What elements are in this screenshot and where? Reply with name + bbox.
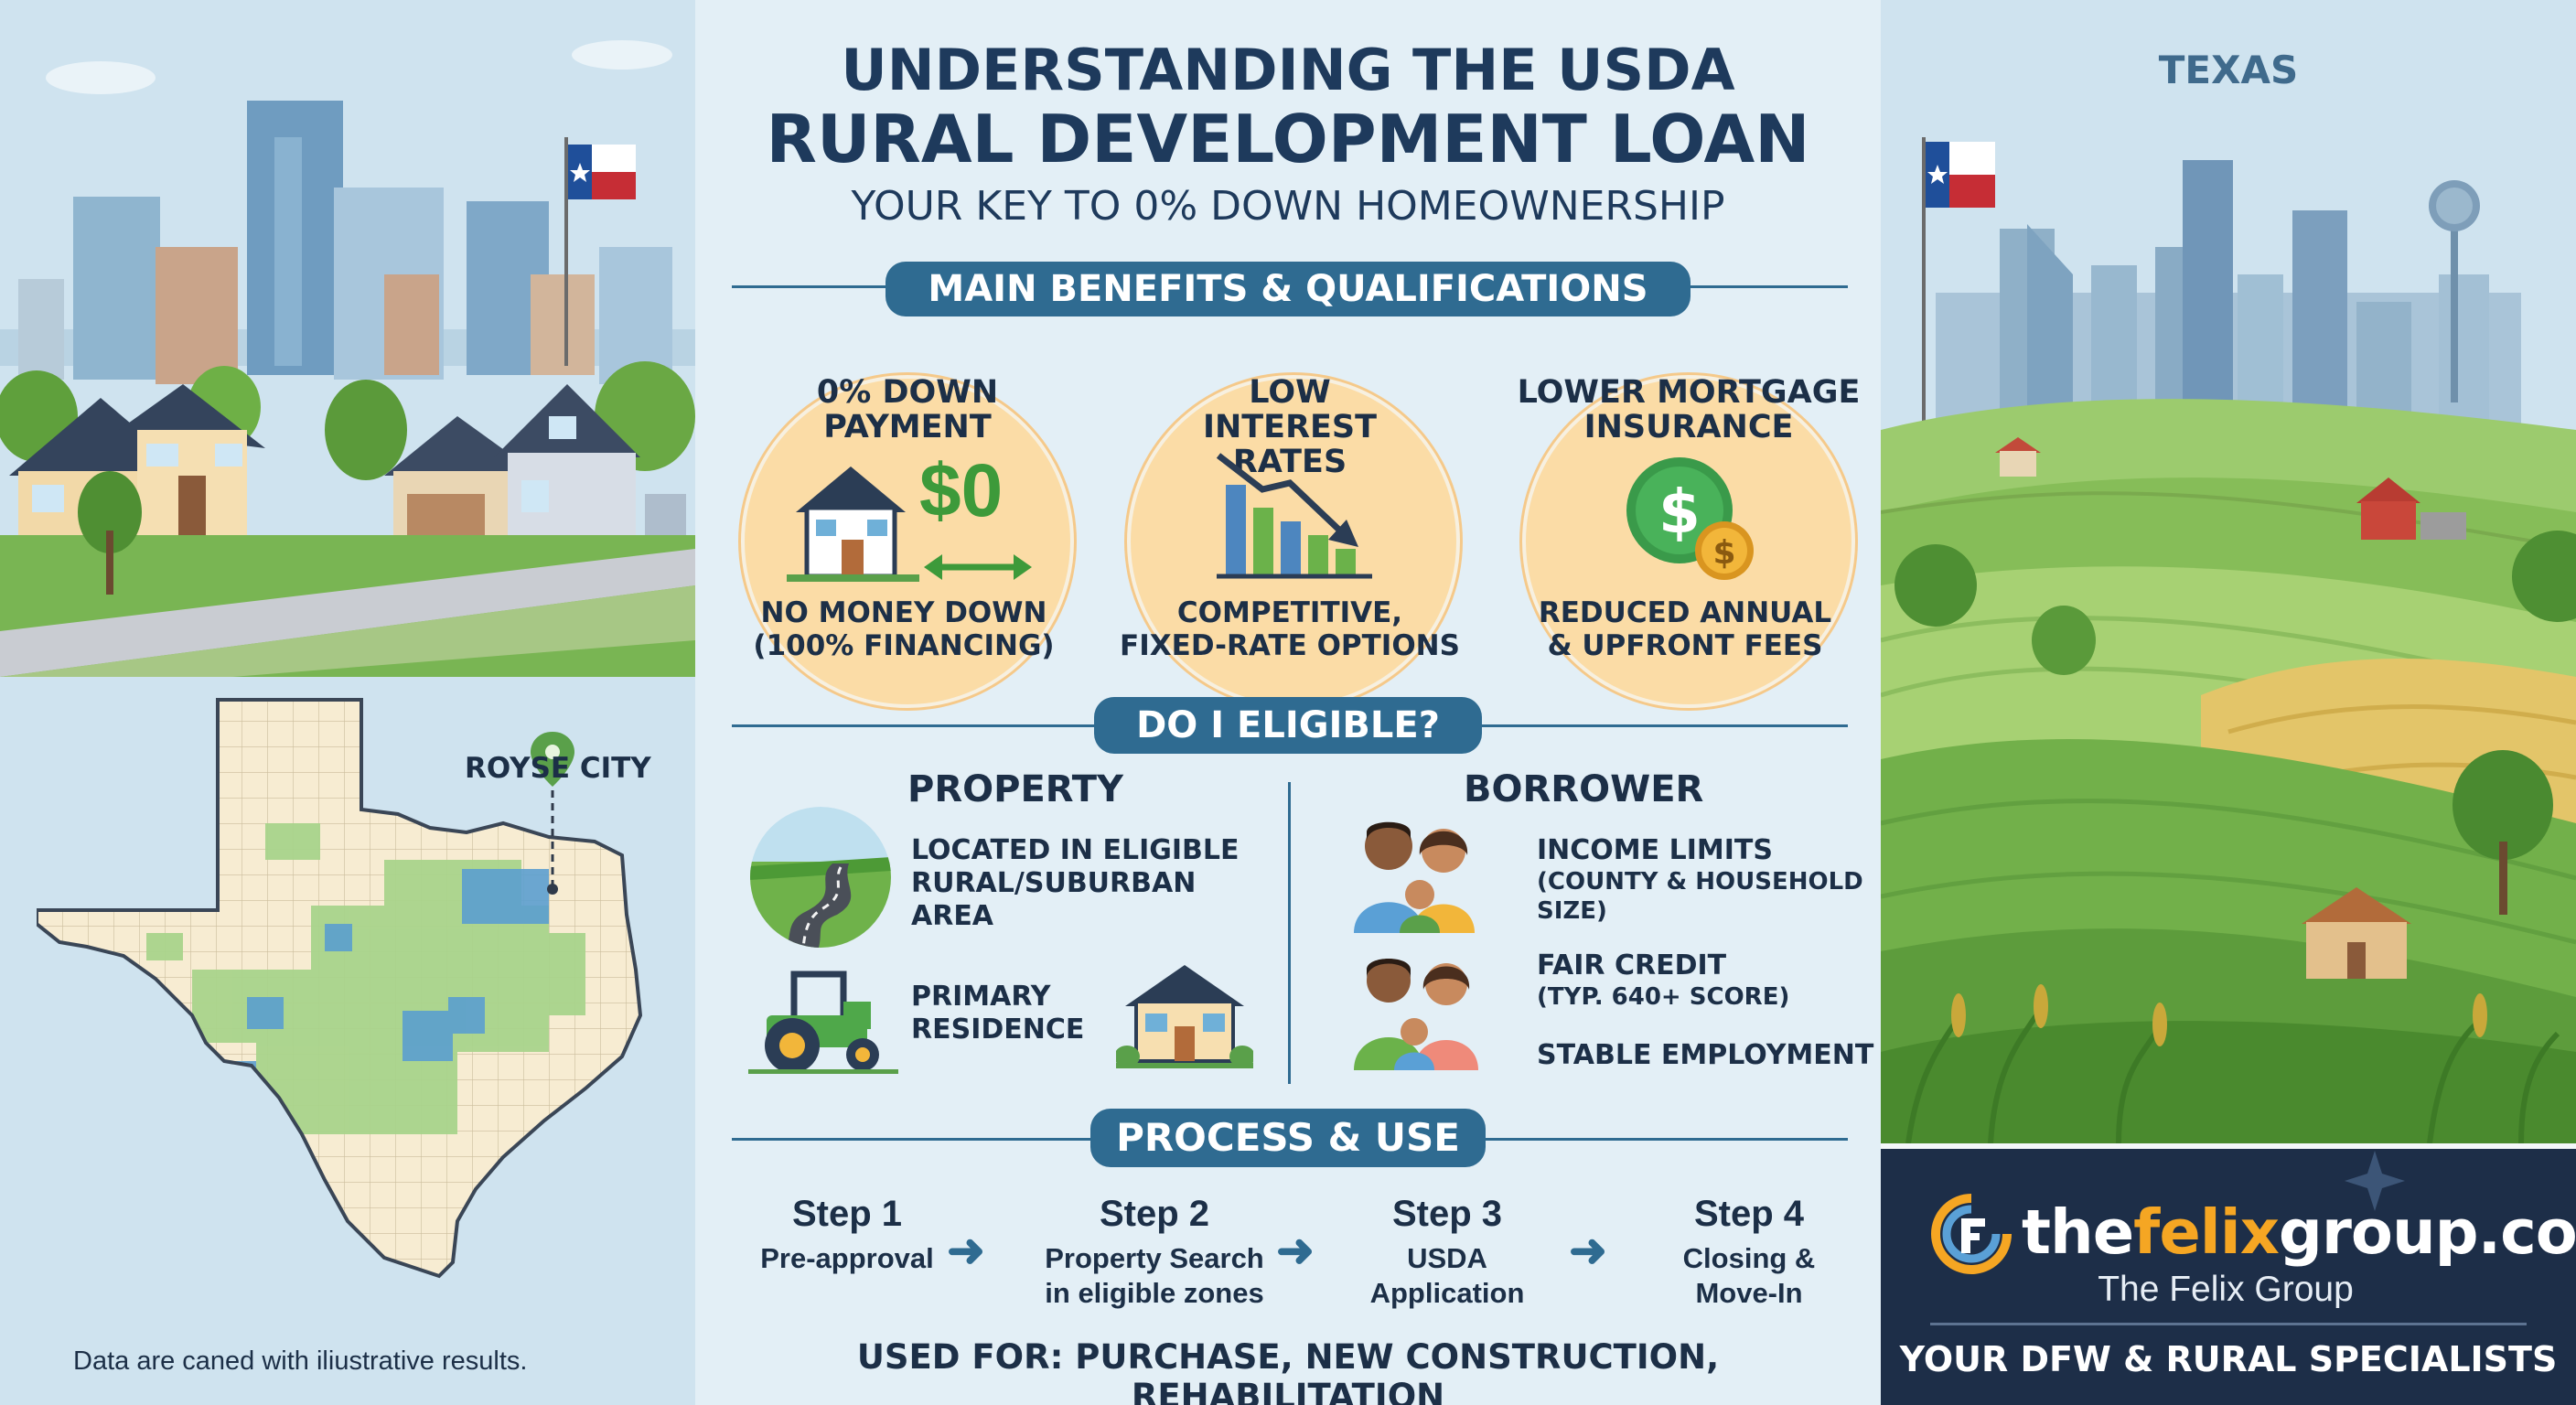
step-2-line1: Property Search bbox=[1045, 1242, 1264, 1274]
sparkle-icon bbox=[2345, 1151, 2405, 1211]
benefit-title-down-payment: 0% DOWN PAYMENT bbox=[816, 374, 999, 445]
brand-tagline: YOUR DFW & RURAL SPECIALISTS bbox=[1899, 1339, 2558, 1379]
benefit-sub1-down-payment: NO MONEY DOWN bbox=[760, 596, 1047, 629]
map-city-label: ROYSE CITY bbox=[465, 752, 651, 785]
borrower-item-credit-line2: (TYP. 640+ SCORE) bbox=[1537, 983, 1790, 1011]
falling-bar-chart-icon bbox=[1216, 453, 1372, 579]
right-illustration-panel: TEXAS thefelixgroup.co The Felix Group Y… bbox=[1881, 0, 2576, 1405]
title-line-2: RURAL DEVELOPMENT LOAN bbox=[766, 101, 1810, 177]
brand-rule bbox=[1930, 1323, 2527, 1325]
left-illustration-panel: ROYSE CITY Data are caned with iliustrat… bbox=[0, 0, 695, 1405]
borrower-item-income-line2: (COUNTY & HOUSEHOLD bbox=[1537, 868, 1863, 896]
property-item-location-line3: AREA bbox=[911, 900, 994, 932]
step-3-line2: Application bbox=[1369, 1277, 1525, 1309]
svg-text:$: $ bbox=[1712, 534, 1735, 572]
step-4-line1: Closing & bbox=[1682, 1242, 1816, 1274]
property-item-location-line2: RURAL/SUBURBAN bbox=[911, 867, 1197, 899]
used-for-text: USED FOR: PURCHASE, NEW CONSTRUCTION, RE… bbox=[856, 1337, 1720, 1405]
property-item-residence-line1: PRIMARY bbox=[911, 981, 1051, 1013]
brand-domain: thefelixgroup.co bbox=[2022, 1196, 2576, 1268]
tractor-icon bbox=[748, 971, 898, 1074]
texas-county-map bbox=[37, 698, 643, 1279]
svg-text:$: $ bbox=[1658, 477, 1701, 547]
benefits-heading: MAIN BENEFITS & QUALIFICATIONS bbox=[886, 262, 1690, 316]
step-4-title: Step 4 bbox=[1693, 1194, 1805, 1234]
step-3-line1: USDA bbox=[1407, 1242, 1487, 1274]
benefit-card-down-payment bbox=[741, 375, 1074, 708]
step-4-line2: Move-In bbox=[1695, 1277, 1803, 1309]
benefit-sub1-interest: COMPETITIVE, bbox=[1176, 596, 1403, 629]
benefit-sub1-insurance: REDUCED ANNUAL bbox=[1538, 596, 1832, 629]
benefit-title-insurance: LOWER MORTGAGE INSURANCE bbox=[1517, 374, 1861, 445]
benefit-sub2-interest: FIXED-RATE OPTIONS bbox=[1120, 629, 1460, 662]
house-dollar-icon bbox=[787, 467, 1032, 582]
borrower-item-employment: STABLE EMPLOYMENT bbox=[1537, 1039, 1874, 1071]
rural-road-icon bbox=[750, 807, 891, 948]
step-arrow-1: ➜ bbox=[947, 1225, 985, 1276]
property-item-residence-line2: RESIDENCE bbox=[911, 1014, 1085, 1046]
process-heading: PROCESS & USE bbox=[1090, 1109, 1486, 1167]
city-neighborhood-illustration bbox=[0, 0, 695, 695]
map-footnote: Data are caned with iliustrative results… bbox=[73, 1346, 528, 1376]
small-house-icon bbox=[1116, 965, 1253, 1068]
borrower-item-income-line3: SIZE) bbox=[1537, 897, 1607, 925]
state-label: TEXAS bbox=[2158, 48, 2299, 92]
felix-logo-icon bbox=[1931, 1194, 2012, 1274]
center-content-panel: UNDERSTANDING THE USDA RURAL DEVELOPMENT… bbox=[695, 0, 1881, 1405]
step-arrow-3: ➜ bbox=[1569, 1225, 1607, 1276]
brand-domain-highlight: felix bbox=[2133, 1196, 2280, 1268]
eligibility-heading: DO I ELIGIBLE? bbox=[1094, 697, 1482, 754]
family-icon bbox=[1354, 959, 1478, 1070]
eligibility-divider bbox=[1288, 782, 1291, 1084]
rural-landscape-illustration bbox=[1881, 0, 2576, 1143]
title-line-1: UNDERSTANDING THE USDA bbox=[841, 37, 1735, 103]
borrower-item-credit-line1: FAIR CREDIT bbox=[1537, 949, 1727, 981]
step-arrow-2: ➜ bbox=[1276, 1225, 1315, 1276]
property-item-location-line1: LOCATED IN ELIGIBLE bbox=[911, 834, 1240, 866]
step-2-title: Step 2 bbox=[1099, 1194, 1210, 1234]
step-1-title: Step 1 bbox=[791, 1194, 903, 1234]
benefit-sub2-down-payment: (100% FINANCING) bbox=[753, 629, 1055, 662]
borrower-item-income-line1: INCOME LIMITS bbox=[1537, 834, 1773, 866]
dollar-coins-icon: $ $ bbox=[1626, 457, 1754, 580]
property-heading: PROPERTY bbox=[907, 768, 1124, 810]
benefit-title-interest: LOW INTEREST RATES bbox=[1202, 374, 1378, 480]
step-3-title: Step 3 bbox=[1391, 1194, 1503, 1234]
borrower-heading: BORROWER bbox=[1464, 768, 1704, 810]
brand-domain-prefix: the bbox=[2022, 1196, 2134, 1268]
benefit-sub2-insurance: & UPFRONT FEES bbox=[1547, 629, 1823, 662]
step-1-line1: Pre-approval bbox=[760, 1242, 934, 1274]
family-icon bbox=[1354, 821, 1475, 933]
brand-domain-suffix: group.co bbox=[2278, 1196, 2576, 1268]
brand-block: thefelixgroup.co The Felix Group YOUR DF… bbox=[1881, 1143, 2576, 1405]
step-2-line2: in eligible zones bbox=[1045, 1277, 1264, 1309]
subtitle: YOUR KEY TO 0% DOWN HOMEOWNERSHIP bbox=[851, 183, 1725, 230]
zero-dollar-text: $0 bbox=[919, 449, 1004, 532]
brand-name: The Felix Group bbox=[2098, 1270, 2354, 1309]
